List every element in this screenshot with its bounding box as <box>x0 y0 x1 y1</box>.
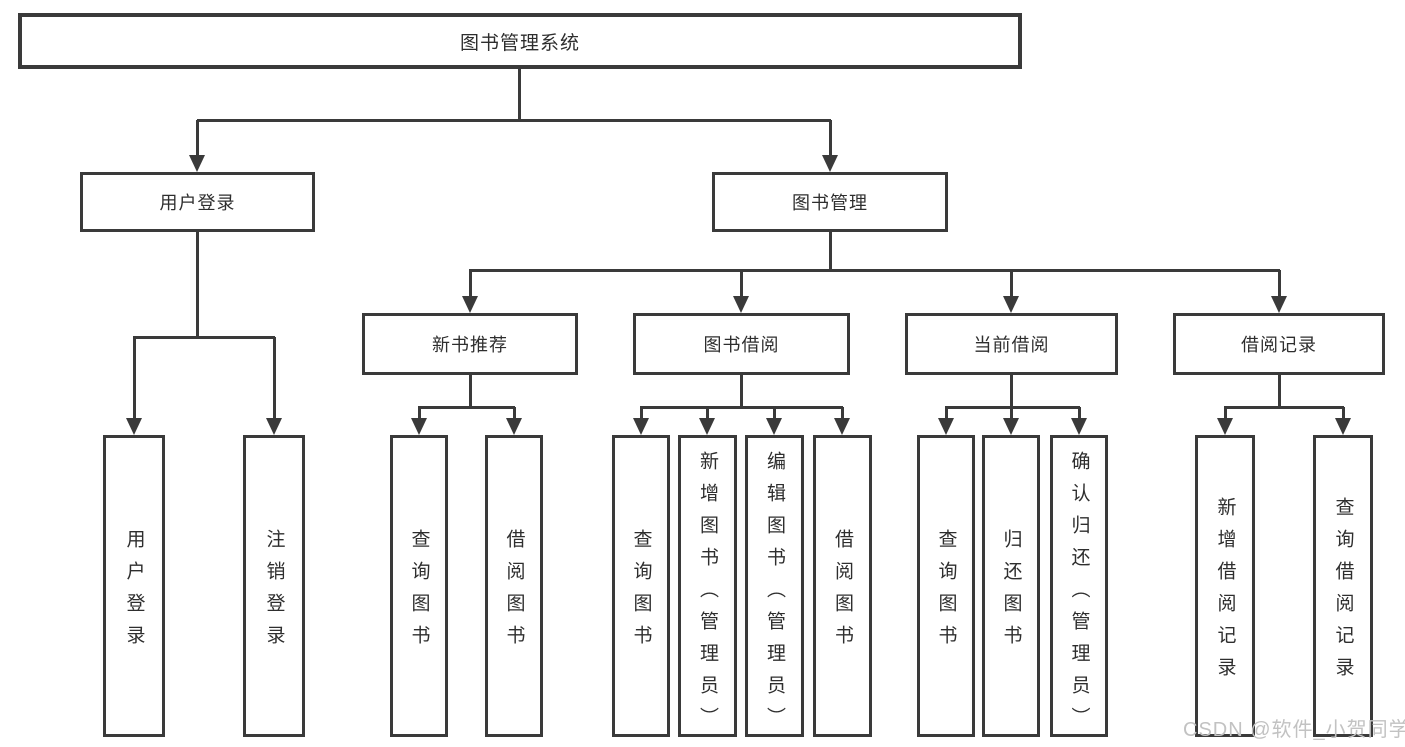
leaf-query-books-borrowing: 查询图书 <box>612 435 670 737</box>
leaf-query-borrow-record: 查询借阅记录 <box>1313 435 1373 737</box>
arrowhead-down-icon <box>189 155 205 172</box>
connector-drop <box>1224 407 1227 421</box>
connector-drop-leaf-user-login <box>133 337 136 421</box>
connector-root-bus <box>197 119 831 122</box>
arrowhead-down-icon <box>733 296 749 313</box>
connector-current-borrowing-stub <box>1010 375 1013 407</box>
node-root-library-system: 图书管理系统 <box>18 13 1022 69</box>
connector-drop-new-book <box>469 270 472 299</box>
connector-root-stub <box>518 68 521 120</box>
node-user-login: 用户登录 <box>80 172 315 232</box>
connector-book-borrowing-bus <box>640 406 843 409</box>
arrowhead-down-icon <box>266 418 282 435</box>
connector-drop <box>1010 407 1013 421</box>
connector-drop <box>1078 407 1081 421</box>
arrowhead-down-icon <box>506 418 522 435</box>
arrowhead-down-icon <box>462 296 478 313</box>
arrowhead-down-icon <box>1071 418 1087 435</box>
connector-drop <box>706 407 709 421</box>
connector-drop-current-borrowing <box>1010 270 1013 299</box>
node-borrow-records: 借阅记录 <box>1173 313 1385 375</box>
arrowhead-down-icon <box>1217 418 1233 435</box>
csdn-watermark: CSDN @软件_小贺同学 <box>1183 719 1405 741</box>
arrowhead-down-icon <box>699 418 715 435</box>
leaf-borrow-books-borrowing: 借阅图书 <box>813 435 872 737</box>
connector-drop-leaf-logout <box>273 337 276 421</box>
connector-drop <box>513 407 516 421</box>
connector-borrow-records-stub <box>1278 375 1281 407</box>
arrowhead-down-icon <box>633 418 649 435</box>
connector-book-borrowing-stub <box>740 375 743 407</box>
leaf-add-book-admin: 新增图书（管理员） <box>678 435 737 739</box>
leaf-borrow-books-recommend: 借阅图书 <box>485 435 543 737</box>
connector-user-login-bus <box>133 336 275 339</box>
connector-book-mgmt-stub <box>829 232 832 270</box>
connector-drop <box>640 407 643 421</box>
arrowhead-down-icon <box>411 418 427 435</box>
node-book-borrowing: 图书借阅 <box>633 313 850 375</box>
leaf-query-books-recommend: 查询图书 <box>390 435 448 737</box>
arrowhead-down-icon <box>1003 418 1019 435</box>
connector-drop-book-management <box>829 120 832 158</box>
connector-drop-user-login <box>196 120 199 158</box>
leaf-logout: 注销登录 <box>243 435 305 737</box>
connector-new-book-bus <box>418 406 515 409</box>
leaf-user-login: 用户登录 <box>103 435 165 737</box>
connector-borrow-records-bus <box>1224 406 1344 409</box>
leaf-add-borrow-record: 新增借阅记录 <box>1195 435 1255 737</box>
connector-user-login-stub <box>196 232 199 337</box>
connector-drop-borrow-records <box>1278 270 1281 299</box>
node-book-management: 图书管理 <box>712 172 948 232</box>
arrowhead-down-icon <box>126 418 142 435</box>
connector-drop <box>418 407 421 421</box>
connector-book-mgmt-bus <box>469 269 1280 272</box>
arrowhead-down-icon <box>1003 296 1019 313</box>
arrowhead-down-icon <box>834 418 850 435</box>
arrowhead-down-icon <box>938 418 954 435</box>
arrowhead-down-icon <box>1335 418 1351 435</box>
connector-drop <box>945 407 948 421</box>
connector-new-book-stub <box>469 375 472 407</box>
arrowhead-down-icon <box>1271 296 1287 313</box>
node-current-borrowing: 当前借阅 <box>905 313 1118 375</box>
connector-drop <box>1342 407 1345 421</box>
connector-drop <box>841 407 844 421</box>
connector-drop <box>773 407 776 421</box>
arrowhead-down-icon <box>766 418 782 435</box>
leaf-edit-book-admin: 编辑图书（管理员） <box>745 435 804 739</box>
node-new-book-recommend: 新书推荐 <box>362 313 578 375</box>
leaf-confirm-return-admin: 确认归还（管理员） <box>1050 435 1108 739</box>
leaf-return-books: 归还图书 <box>982 435 1040 737</box>
arrowhead-down-icon <box>822 155 838 172</box>
leaf-query-books-current: 查询图书 <box>917 435 975 737</box>
connector-drop-book-borrowing <box>740 270 743 299</box>
